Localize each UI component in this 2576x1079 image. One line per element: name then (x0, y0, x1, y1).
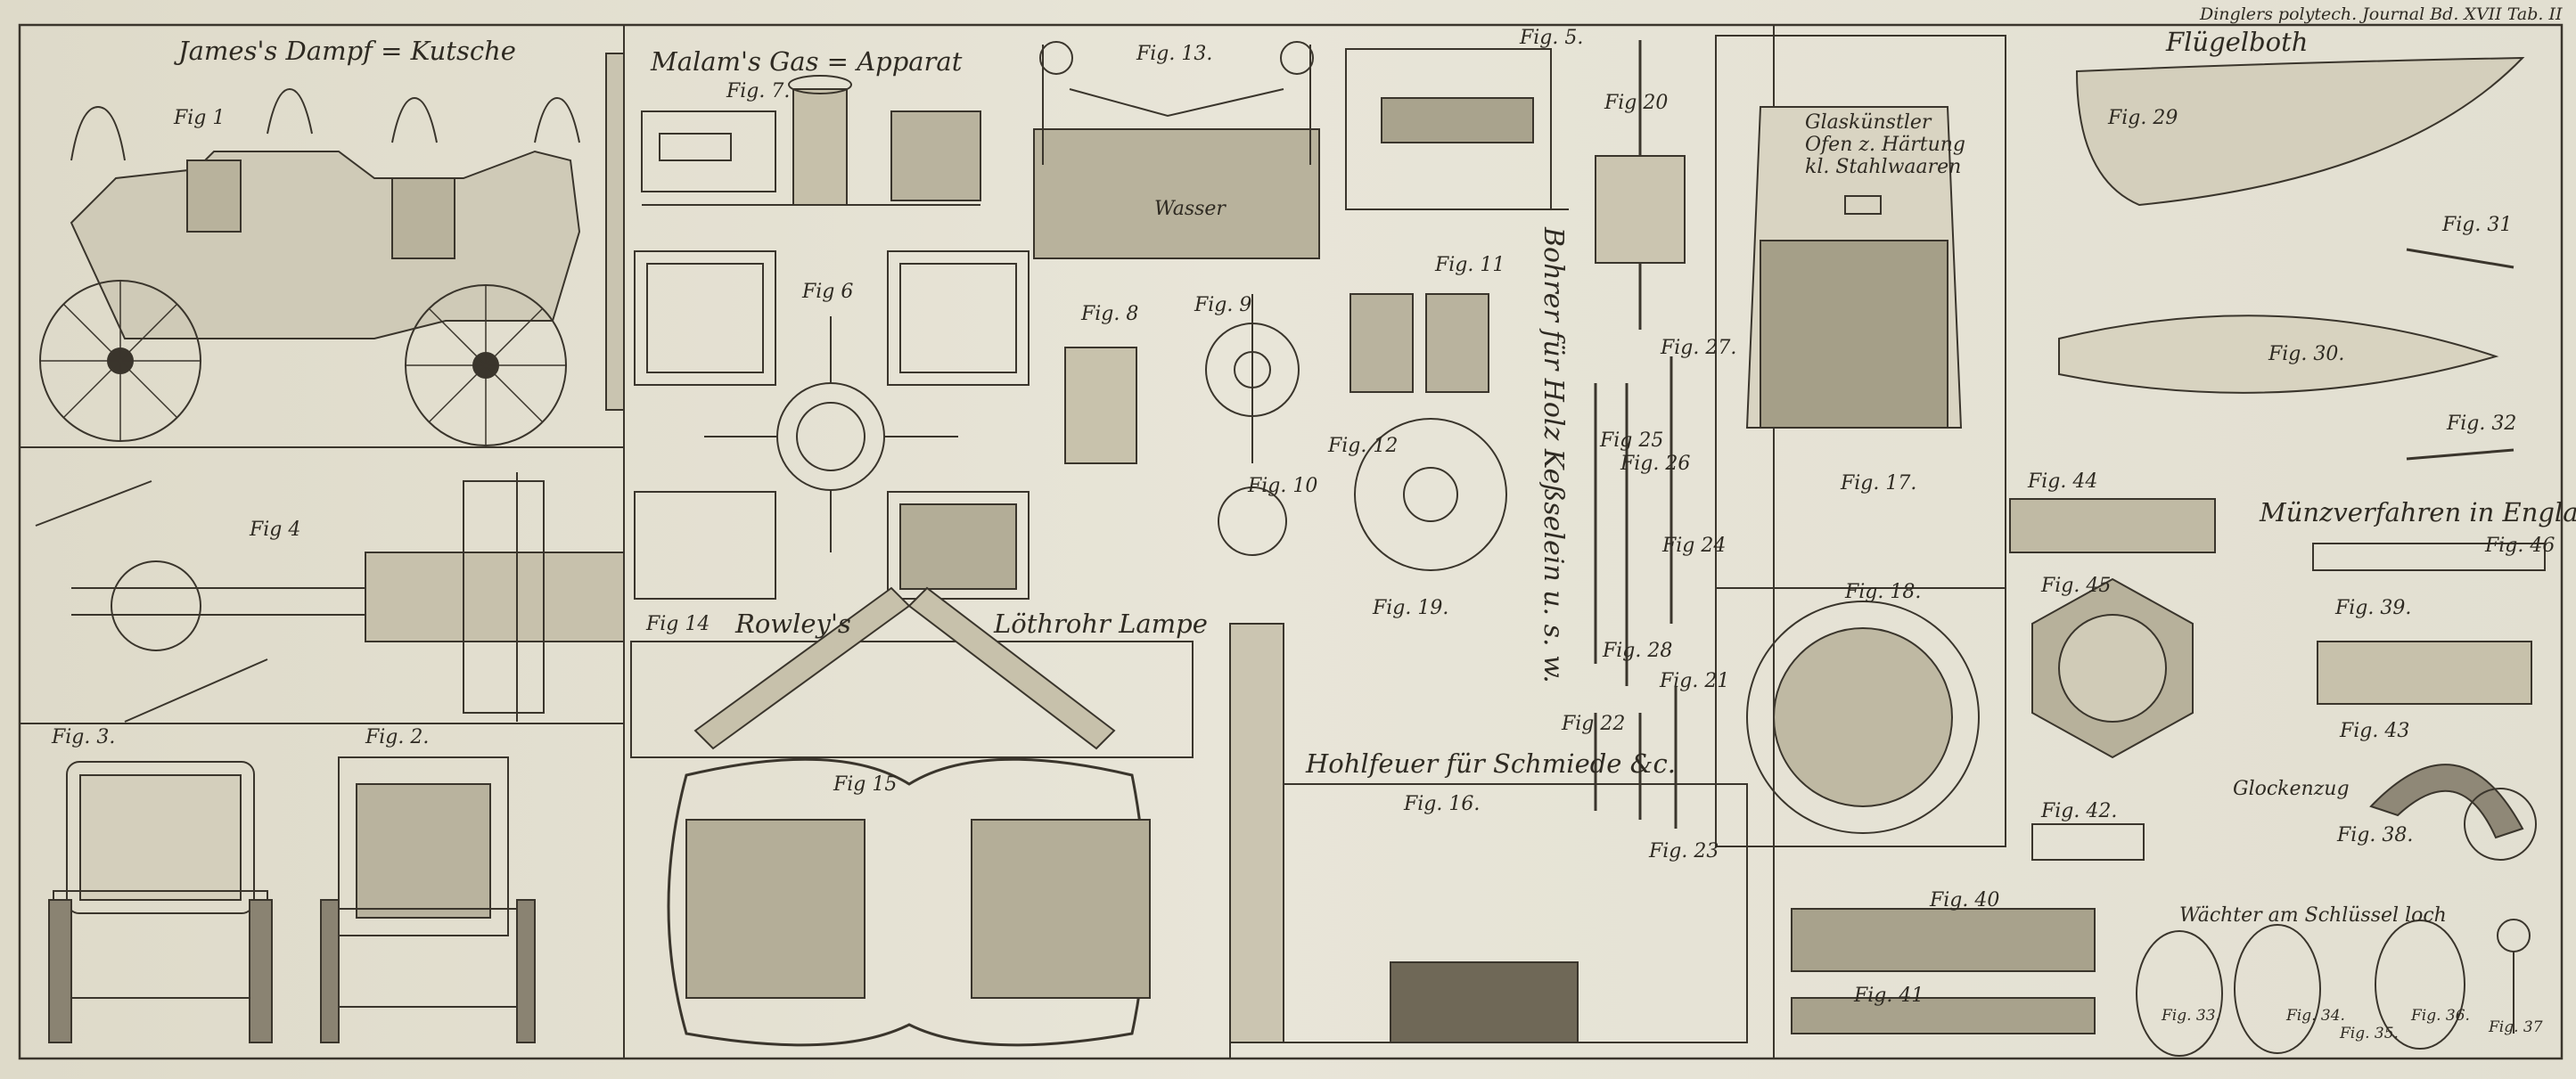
label-fig14: Fig 14 (646, 613, 710, 635)
label-fig25: Fig 25 (1600, 429, 1664, 452)
title-muenzverfahren: Münzverfahren in England (2260, 497, 2576, 527)
label-fig4: Fig 4 (250, 519, 301, 541)
label-fig18: Fig. 18. (1845, 581, 1922, 603)
label-fig37: Fig. 37 (2489, 1018, 2543, 1036)
label-fig8: Fig. 8 (1081, 303, 1139, 325)
label-fig44: Fig. 44 (2028, 470, 2098, 493)
label-fig23: Fig. 23 (1649, 840, 1719, 862)
label-fig36: Fig. 36. (2411, 1007, 2470, 1025)
label-fig42: Fig. 42. (2041, 800, 2118, 822)
title-glas-2: Ofen z. Härtung (1805, 134, 1966, 156)
label-fig9: Fig. 9 (1194, 294, 1252, 316)
bits-drawings (1594, 40, 1686, 829)
fig14-lamp-drawing (630, 586, 1194, 758)
label-fig43: Fig. 43 (2340, 720, 2410, 742)
fig17-furnace-drawing (1715, 35, 2006, 589)
label-fig11: Fig. 11 (1435, 254, 1505, 276)
title-hohlfeuer: Hohlfeuer für Schmiede &c. (1306, 748, 1676, 779)
label-fig16: Fig. 16. (1404, 793, 1481, 815)
label-fig30: Fig. 30. (2268, 343, 2345, 365)
label-fig26: Fig. 26 (1620, 453, 1691, 475)
label-fig35: Fig. 35. (2340, 1025, 2399, 1042)
title-loethrohr: Löthrohr Lampe (994, 609, 1208, 639)
label-fig13: Fig. 13. (1136, 43, 1213, 65)
label-fig17: Fig. 17. (1841, 472, 1917, 495)
fig13-tank-drawing (1033, 41, 1320, 259)
label-fig28: Fig. 28 (1603, 640, 1673, 662)
gas-apparatus-drawing (634, 75, 1030, 600)
label-fig34: Fig. 34. (2286, 1007, 2345, 1025)
label-fig24: Fig 24 (1662, 535, 1727, 557)
plate-header: Dinglers polytech. Journal Bd. XVII Tab.… (2200, 4, 2563, 24)
label-fig33: Fig. 33. (2162, 1007, 2220, 1025)
lock-bell-drawings (1791, 764, 2537, 1057)
plate-border (18, 23, 2564, 1060)
label-fig21: Fig. 21 (1660, 670, 1730, 692)
label-fig39: Fig. 39. (2335, 597, 2412, 619)
label-fig22: Fig 22 (1562, 713, 1626, 735)
label-fig40: Fig. 40 (1930, 889, 2000, 911)
label-fig41: Fig. 41 (1854, 985, 1924, 1007)
fig16-forge-drawing (1229, 623, 1748, 1043)
fig2-fig3-drawings (48, 756, 536, 1043)
label-fig7: Fig. 7. (726, 80, 791, 102)
title-glas-3: kl. Stahlwaaren (1805, 156, 1962, 178)
label-fig6: Fig 6 (802, 281, 854, 303)
fig18-drawing (1715, 587, 2006, 847)
title-rowley: Rowley's (735, 609, 851, 639)
label-fig20: Fig 20 (1604, 92, 1669, 114)
label-fig3: Fig. 3. (52, 726, 116, 748)
title-malam-gas: Malam's Gas = Apparat (651, 46, 963, 77)
label-fig19: Fig. 19. (1373, 597, 1449, 619)
title-waechter: Wächter am Schlüssel loch (2179, 904, 2447, 927)
title-bohrer: Bohrer für Holz Keßselein u. s. w. (1538, 227, 1569, 683)
label-fig38: Fig. 38. (2337, 824, 2414, 846)
label-fig1: Fig 1 (174, 107, 226, 129)
title-james-carriage: James's Dampf = Kutsche (178, 36, 516, 66)
title-fluegelboth: Flügelboth (2166, 27, 2309, 57)
figs8-12-drawings (1064, 293, 1507, 571)
label-fig12: Fig. 12 (1328, 435, 1399, 457)
coin-drawings (2009, 498, 2546, 759)
fig4-drawing (35, 472, 625, 723)
fig5-drawing (1345, 48, 1569, 210)
title-glas-1: Glaskünstler (1805, 111, 1932, 134)
boat-drawings (2058, 56, 2525, 461)
title-glockenzug: Glockenzug (2233, 778, 2350, 800)
label-fig31: Fig. 31 (2442, 214, 2513, 236)
label-fig32: Fig. 32 (2447, 413, 2517, 435)
label-fig46: Fig. 46 (2485, 535, 2555, 557)
label-fig29: Fig. 29 (2108, 107, 2178, 129)
label-fig10: Fig. 10 (1248, 475, 1318, 497)
label-fig5: Fig. 5. (1520, 27, 1584, 49)
label-fig45: Fig. 45 (2041, 575, 2112, 597)
label-fig27: Fig. 27. (1661, 337, 1737, 359)
label-fig15: Fig 15 (833, 773, 898, 796)
title-wasser: Wasser (1154, 198, 1226, 220)
fig15-drawing (667, 757, 1151, 1047)
label-fig2: Fig. 2. (365, 726, 430, 748)
carriage-drawing (39, 53, 625, 446)
